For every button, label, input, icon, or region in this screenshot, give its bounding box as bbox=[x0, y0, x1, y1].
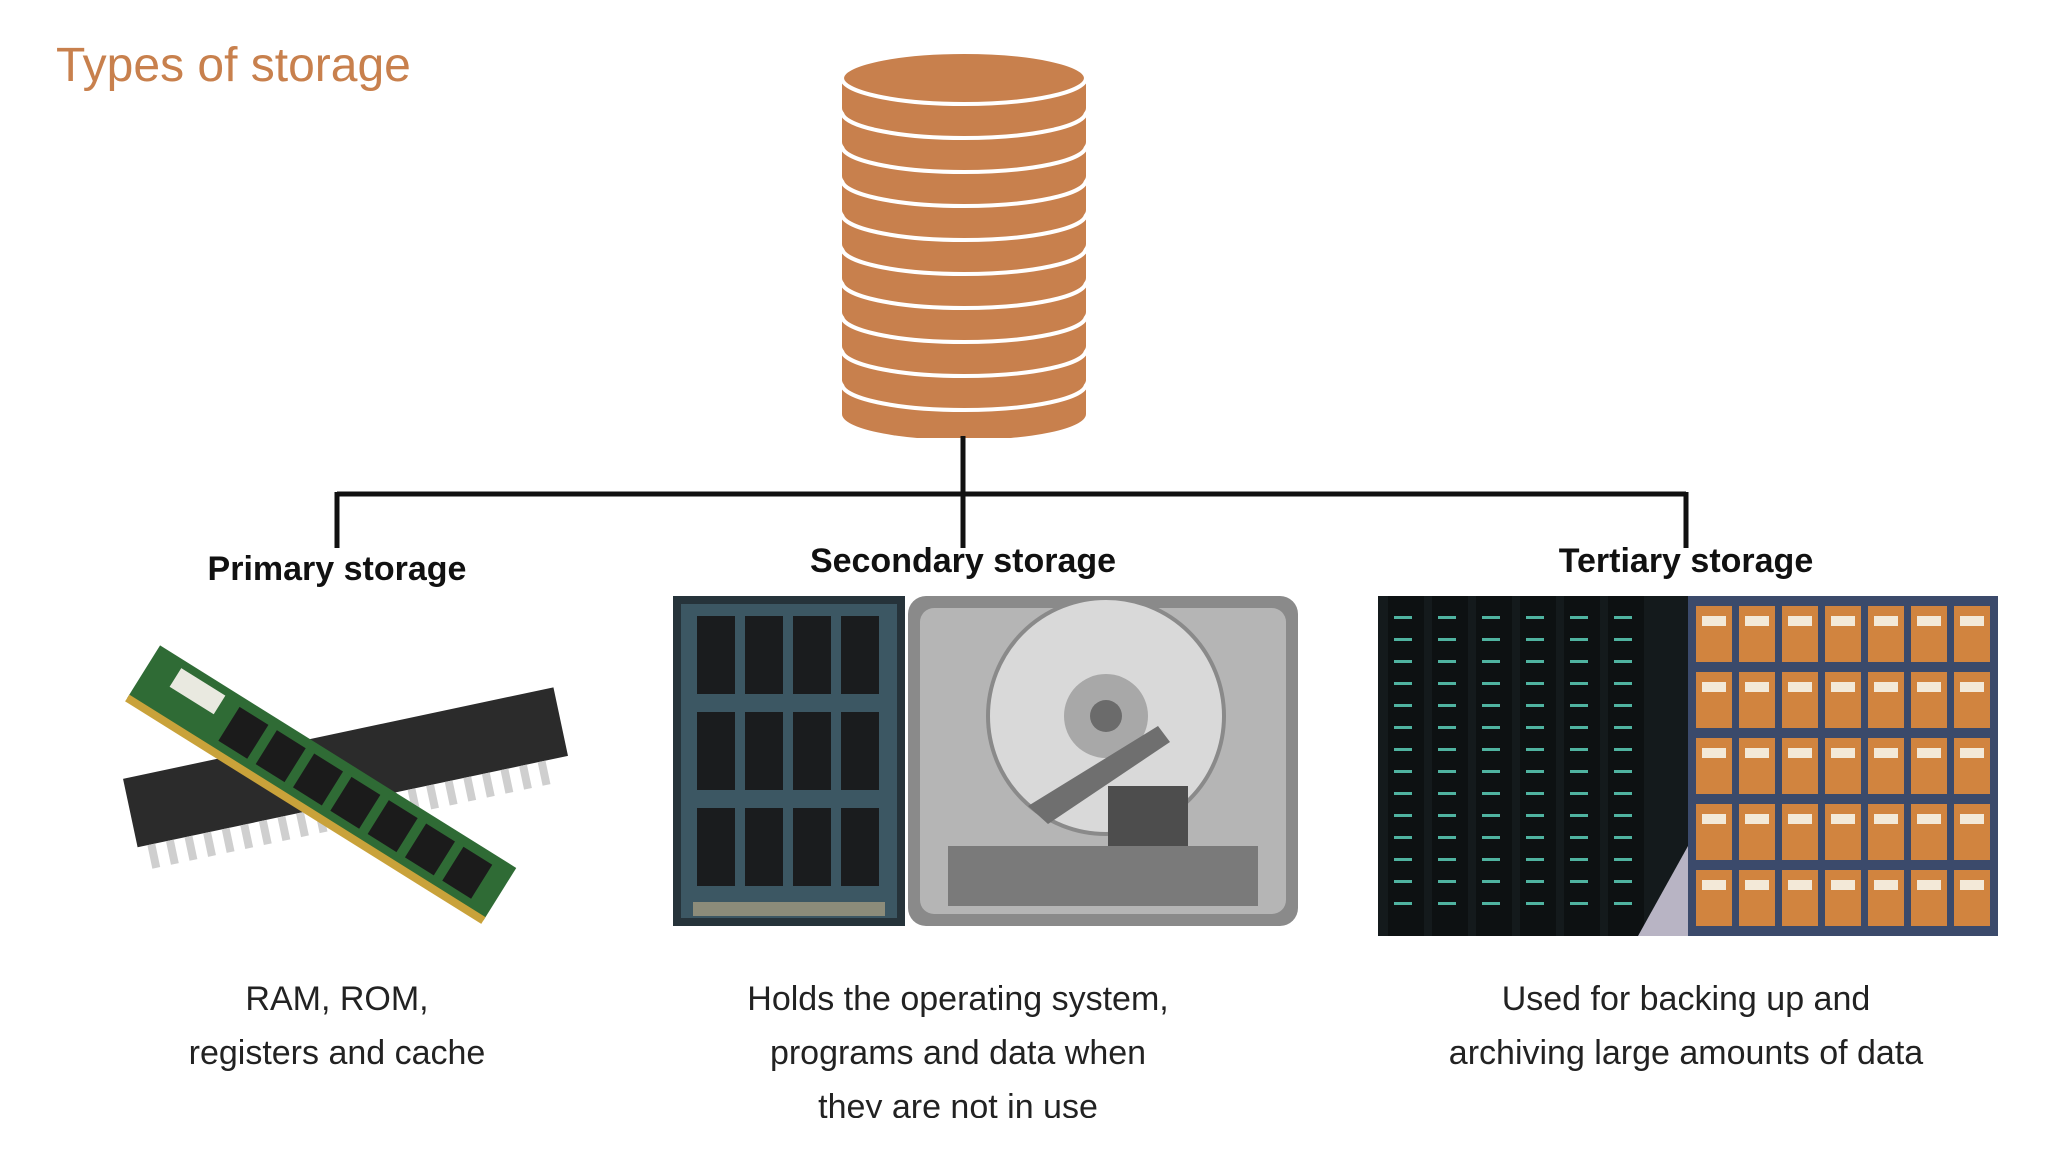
description-line: they are not in use bbox=[818, 1088, 1098, 1118]
hard-disk-icon bbox=[908, 596, 1298, 926]
description-line: RAM, ROM, bbox=[245, 980, 429, 1018]
ram-chip-icon bbox=[123, 645, 568, 924]
heading-primary-storage: Primary storage bbox=[207, 550, 467, 588]
description-line: programs and data when bbox=[769, 1034, 1147, 1072]
description-line: Holds the operating system, bbox=[747, 980, 1169, 1018]
description-line: archiving large amounts of data bbox=[1448, 1034, 1924, 1072]
ssd-icon bbox=[673, 596, 905, 926]
database-icon bbox=[840, 50, 1088, 438]
page-title: Types of storage bbox=[56, 39, 411, 92]
description-line: registers and cache bbox=[188, 1034, 486, 1072]
description-tertiary: Used for backing up and archiving large … bbox=[1416, 972, 1956, 1080]
description-primary: RAM, ROM, registers and cache bbox=[137, 972, 537, 1080]
data-centre-archive-icon bbox=[1378, 596, 1998, 936]
heading-tertiary-storage: Tertiary storage bbox=[1558, 542, 1814, 580]
heading-secondary-storage: Secondary storage bbox=[809, 542, 1117, 580]
description-secondary: Holds the operating system, programs and… bbox=[708, 972, 1208, 1118]
description-line: Used for backing up and bbox=[1501, 980, 1871, 1018]
